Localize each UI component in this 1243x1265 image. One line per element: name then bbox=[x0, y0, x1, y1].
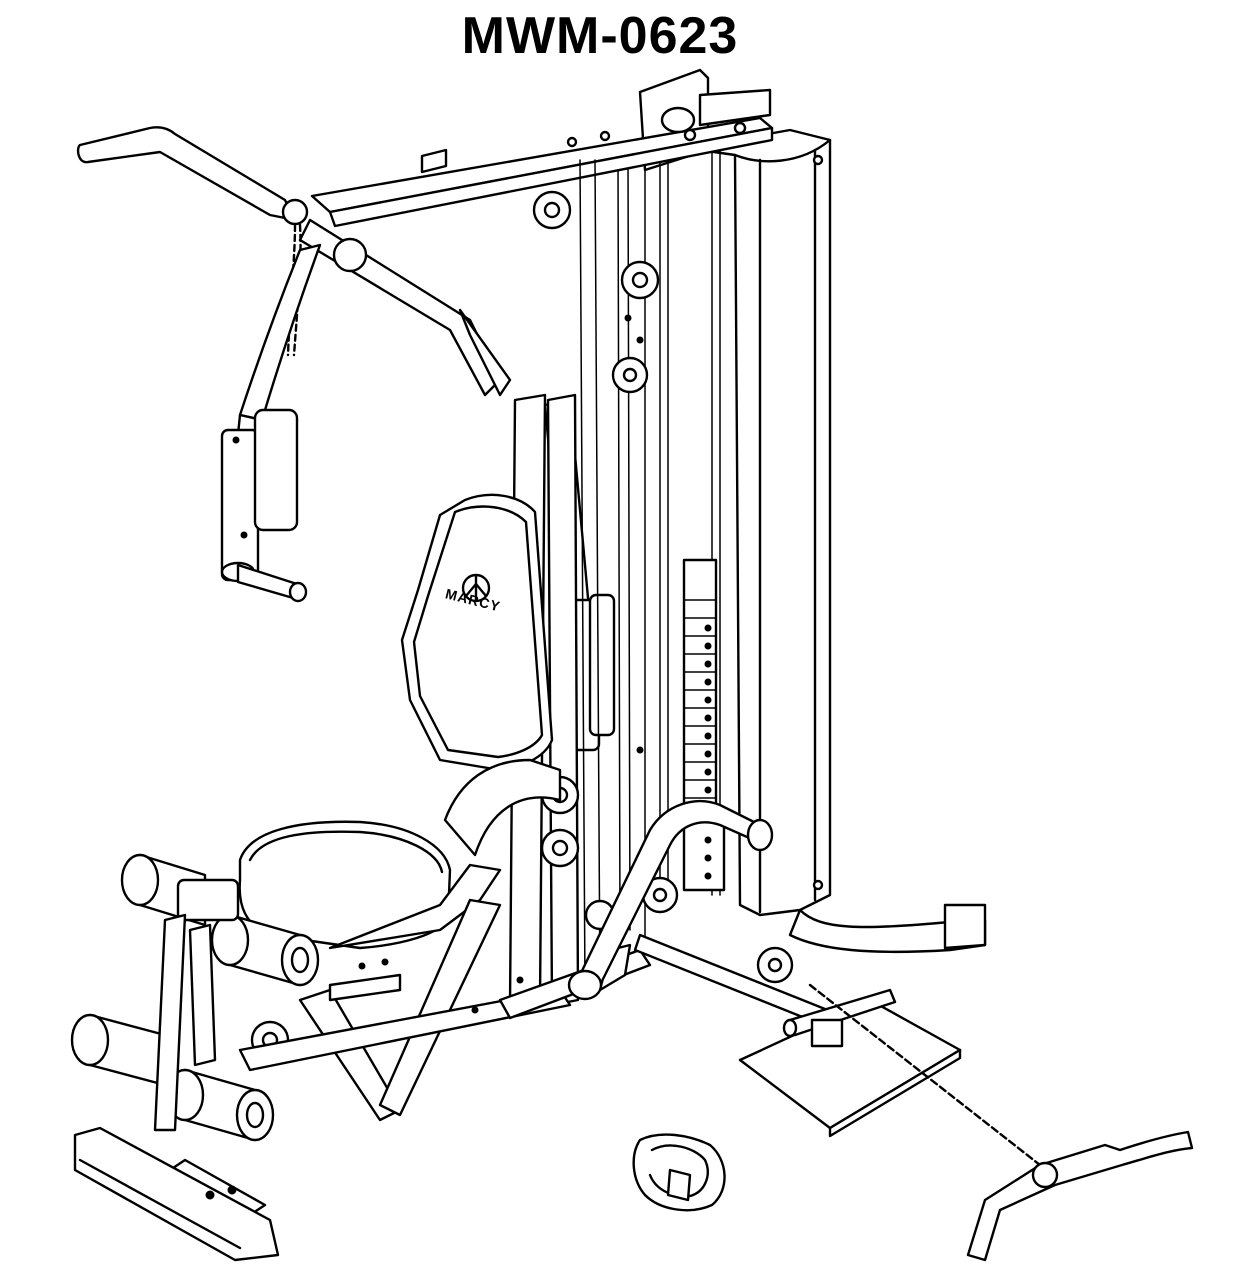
model-title: MWM-0623 bbox=[461, 7, 739, 65]
foot-plate bbox=[738, 988, 962, 1138]
back-pad bbox=[400, 493, 554, 772]
leg-frame bbox=[153, 898, 572, 1217]
low-pulley-arm bbox=[567, 800, 774, 1001]
leg-rollers bbox=[70, 853, 320, 1142]
bolts bbox=[205, 314, 644, 1200]
low-row-bar bbox=[808, 983, 1194, 1262]
press-arm-left bbox=[220, 243, 322, 603]
top-beam bbox=[310, 88, 774, 228]
ankle-strap bbox=[632, 1133, 726, 1212]
weight-plates bbox=[682, 558, 726, 892]
